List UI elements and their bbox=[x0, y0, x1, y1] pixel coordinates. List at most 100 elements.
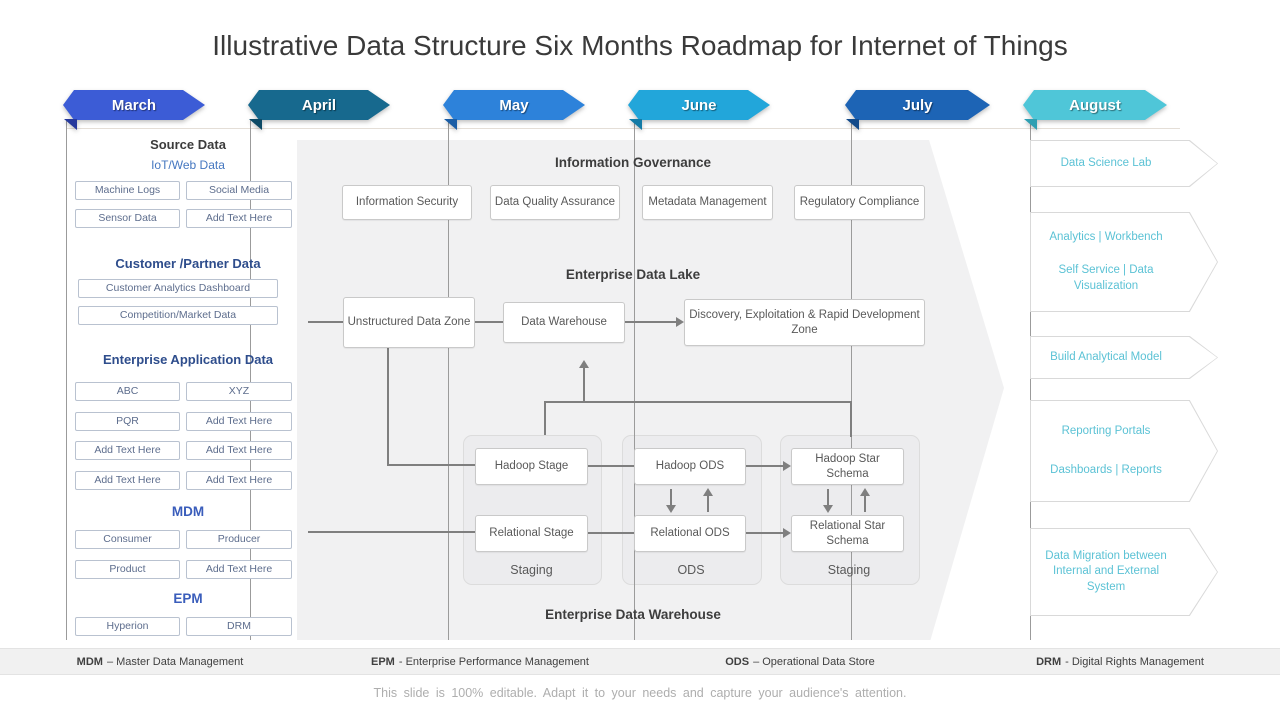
connector-line bbox=[625, 321, 677, 323]
pentagon-shape bbox=[1030, 336, 1218, 379]
legend-definition: - Enterprise Performance Management bbox=[398, 655, 589, 668]
month-banner-may: May bbox=[443, 90, 585, 130]
arrowhead-right-icon bbox=[783, 528, 791, 538]
governance-box: Data Quality Assurance bbox=[490, 185, 620, 220]
timeline-baseline bbox=[66, 128, 1180, 129]
connector-line bbox=[670, 489, 672, 505]
month-banner-april: April bbox=[248, 90, 390, 130]
customer-box: Competition/Market Data bbox=[78, 306, 278, 325]
governance-box: Metadata Management bbox=[642, 185, 773, 220]
epm-box: Hyperion bbox=[75, 617, 180, 636]
app-box: Add Text Here bbox=[186, 471, 292, 490]
source-box: Sensor Data bbox=[75, 209, 180, 228]
legend-item: ODS – Operational Data Store bbox=[640, 649, 960, 674]
acronym-legend: MDM – Master Data Management EPM - Enter… bbox=[0, 648, 1280, 675]
month-label: May bbox=[499, 96, 529, 114]
mdm-box: Product bbox=[75, 560, 180, 579]
connector-line bbox=[544, 401, 852, 403]
arrowhead-right-icon bbox=[676, 317, 684, 327]
data-lake-box: Discovery, Exploitation & Rapid Developm… bbox=[684, 299, 925, 346]
connector-line bbox=[475, 321, 503, 323]
app-box: Add Text Here bbox=[186, 412, 292, 431]
group-label: Staging bbox=[510, 563, 553, 577]
app-box: ABC bbox=[75, 382, 180, 401]
month-banner-august: August bbox=[1023, 90, 1167, 130]
legend-acronym: EPM bbox=[371, 655, 395, 668]
app-box: Add Text Here bbox=[75, 441, 180, 460]
milestone-label: Data Migration between Internal and Exte… bbox=[1045, 549, 1167, 593]
pentagon-shape bbox=[1030, 400, 1218, 502]
heading-enterprise-data-warehouse: Enterprise Data Warehouse bbox=[545, 607, 721, 622]
source-box: Machine Logs bbox=[75, 181, 180, 200]
source-box: Add Text Here bbox=[186, 209, 292, 228]
milestone-label: Build Analytical Model bbox=[1050, 350, 1162, 363]
subheading-iot-web-data: IoT/Web Data bbox=[151, 158, 225, 172]
section-heading-mdm: MDM bbox=[171, 504, 205, 519]
milestone-reporting-portals: Reporting Portals Dashboards | Reports bbox=[1030, 400, 1218, 502]
month-label: August bbox=[1069, 96, 1121, 114]
section-heading-enterprise-application-data: Enterprise Application Data bbox=[103, 352, 273, 367]
editable-note: This slide is 100% editable. Adapt it to… bbox=[373, 686, 907, 700]
mdm-box: Add Text Here bbox=[186, 560, 292, 579]
arrowhead-up-icon bbox=[703, 488, 713, 496]
arrowhead-down-icon bbox=[823, 505, 833, 513]
connector-line bbox=[864, 494, 866, 512]
section-heading-epm: EPM bbox=[173, 591, 203, 606]
milestone-label: Reporting Portals bbox=[1061, 424, 1151, 437]
connector-line bbox=[544, 401, 546, 435]
ribbon-shape bbox=[443, 90, 585, 120]
section-heading-customer-partner-data: Customer /Partner Data bbox=[115, 256, 261, 271]
app-box: PQR bbox=[75, 412, 180, 431]
app-box: XYZ bbox=[186, 382, 292, 401]
month-banner-june: June bbox=[628, 90, 770, 130]
ribbon-fold bbox=[249, 119, 262, 130]
connector-line bbox=[827, 489, 829, 505]
month-gridline-july bbox=[851, 120, 852, 640]
legend-acronym: DRM bbox=[1036, 655, 1062, 668]
milestone-label: Analytics | Workbench bbox=[1049, 230, 1163, 243]
legend-item: MDM – Master Data Management bbox=[0, 649, 320, 674]
month-gridline-march bbox=[66, 120, 67, 640]
group-label: ODS bbox=[677, 563, 705, 577]
legend-acronym: ODS bbox=[725, 655, 750, 668]
milestone-label: Data Science Lab bbox=[1060, 156, 1152, 169]
legend-definition: - Digital Rights Management bbox=[1065, 655, 1204, 668]
arrowhead-up-icon bbox=[579, 360, 589, 368]
connector-line bbox=[308, 321, 343, 323]
milestone-label: Self Service | Data Visualization bbox=[1058, 264, 1154, 292]
app-box: Add Text Here bbox=[186, 441, 292, 460]
arrowhead-down-icon bbox=[666, 505, 676, 513]
ribbon-shape bbox=[63, 90, 205, 120]
milestone-analytics-workbench: Analytics | Workbench Self Service | Dat… bbox=[1030, 212, 1218, 312]
legend-definition: – Operational Data Store bbox=[753, 655, 875, 668]
connector-line bbox=[746, 465, 784, 467]
heading-enterprise-data-lake: Enterprise Data Lake bbox=[565, 267, 701, 282]
warehouse-box: Hadoop ODS bbox=[634, 448, 746, 485]
arrowhead-right-icon bbox=[783, 461, 791, 471]
connector-line bbox=[850, 401, 852, 437]
month-gridline-june bbox=[634, 120, 635, 640]
ribbon-fold bbox=[1024, 119, 1037, 130]
connector-line bbox=[387, 348, 389, 466]
month-gridline-april bbox=[250, 120, 251, 640]
connector-line bbox=[583, 367, 585, 401]
app-box: Add Text Here bbox=[75, 471, 180, 490]
warehouse-box: Relational Star Schema bbox=[791, 515, 904, 552]
month-gridline-august bbox=[1030, 120, 1031, 640]
legend-definition: – Master Data Management bbox=[106, 655, 244, 668]
ribbon-shape bbox=[248, 90, 390, 120]
governance-box: Information Security bbox=[342, 185, 472, 220]
month-label: March bbox=[111, 96, 157, 114]
connector-line bbox=[308, 531, 475, 533]
ribbon-fold bbox=[629, 119, 642, 130]
ribbon-fold bbox=[444, 119, 457, 130]
connector-line bbox=[707, 494, 709, 512]
month-label: June bbox=[681, 96, 717, 114]
epm-box: DRM bbox=[186, 617, 292, 636]
group-label: Staging bbox=[827, 563, 871, 577]
connector-line bbox=[588, 465, 634, 467]
month-banner-july: July bbox=[845, 90, 990, 130]
month-gridline-may bbox=[448, 120, 449, 640]
month-label: July bbox=[902, 96, 933, 114]
